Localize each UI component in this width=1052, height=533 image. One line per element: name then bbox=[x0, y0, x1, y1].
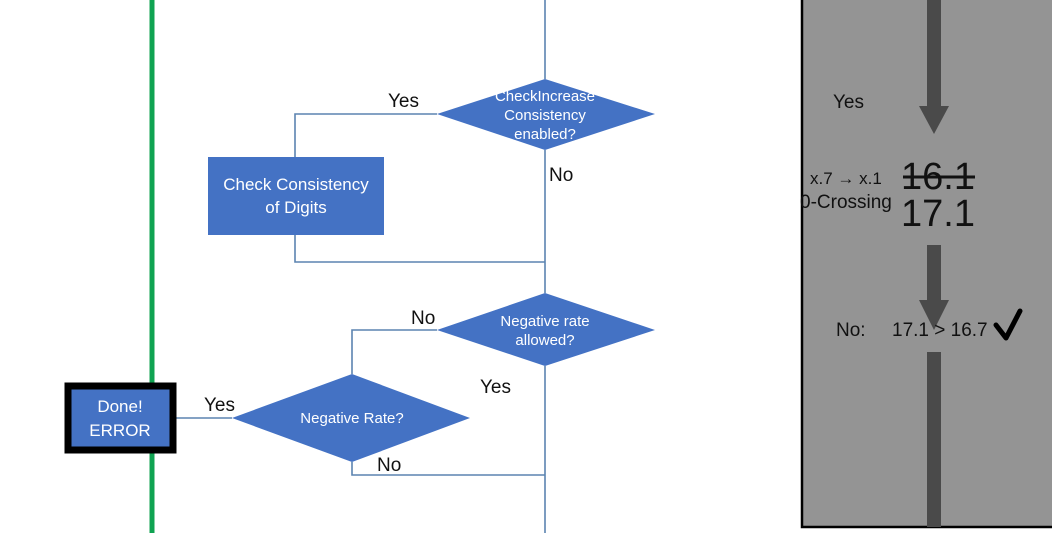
node-check-increase-consistency[interactable]: CheckIncrease Consistency enabled? bbox=[437, 79, 655, 150]
panel-comparison: 17.1 > 16.7 bbox=[892, 320, 988, 341]
connector-neg-rate-no bbox=[351, 462, 545, 476]
right-gray-panel: Yes x.7 → x.1 0-Crossing 16.1 17.1 No: 1… bbox=[800, 0, 1052, 529]
connector-consistency-return bbox=[294, 235, 545, 263]
panel-yes-label: Yes bbox=[833, 92, 864, 113]
node-label-line-2: allowed? bbox=[515, 332, 574, 349]
edge-label-neg-rate-yes: Yes bbox=[204, 395, 235, 416]
node-label-line-1: Negative Rate? bbox=[300, 410, 403, 427]
node-negative-rate-allowed[interactable]: Negative rate allowed? bbox=[437, 293, 655, 366]
diamond-shape bbox=[437, 79, 655, 150]
node-label-line-1: Negative rate bbox=[500, 313, 589, 330]
connector-neg-allowed-no bbox=[351, 329, 437, 374]
node-label-line-1: Check Consistency bbox=[223, 175, 369, 194]
edge-label-increase-no: No bbox=[549, 165, 573, 186]
node-label-line-2: Consistency bbox=[504, 107, 586, 124]
panel-value-new: 17.1 bbox=[901, 193, 975, 235]
process-box-shape bbox=[208, 157, 384, 235]
node-done-error[interactable]: Done! ERROR bbox=[64, 382, 177, 454]
panel-arrow-2 bbox=[919, 245, 949, 330]
panel-decision-label: No: bbox=[836, 320, 866, 341]
node-label-line-3: enabled? bbox=[514, 126, 576, 143]
edge-label-neg-rate-no: No bbox=[377, 455, 401, 476]
panel-crossing-label: 0-Crossing bbox=[800, 192, 892, 213]
node-check-consistency-of-digits[interactable]: Check Consistency of Digits bbox=[208, 157, 384, 235]
node-label-line-1: Done! bbox=[97, 397, 142, 416]
terminator-box-shape bbox=[64, 382, 177, 454]
panel-arrow-3 bbox=[927, 352, 941, 527]
node-label-line-2: of Digits bbox=[265, 198, 326, 217]
connector-increase-yes bbox=[294, 113, 437, 157]
panel-rule-label: x.7 → x.1 bbox=[810, 169, 882, 188]
edge-label-neg-allowed-no: No bbox=[411, 308, 435, 329]
diamond-shape bbox=[437, 293, 655, 366]
edge-label-neg-allowed-yes: Yes bbox=[480, 377, 511, 398]
edge-label-increase-yes: Yes bbox=[388, 91, 419, 112]
panel-arrow-1 bbox=[919, 0, 949, 134]
check-mark-icon bbox=[993, 308, 1023, 341]
node-negative-rate[interactable]: Negative Rate? bbox=[232, 374, 470, 462]
diamond-shape bbox=[232, 374, 470, 462]
node-label-line-2: ERROR bbox=[89, 421, 150, 440]
node-label-line-1: CheckIncrease bbox=[495, 88, 595, 105]
